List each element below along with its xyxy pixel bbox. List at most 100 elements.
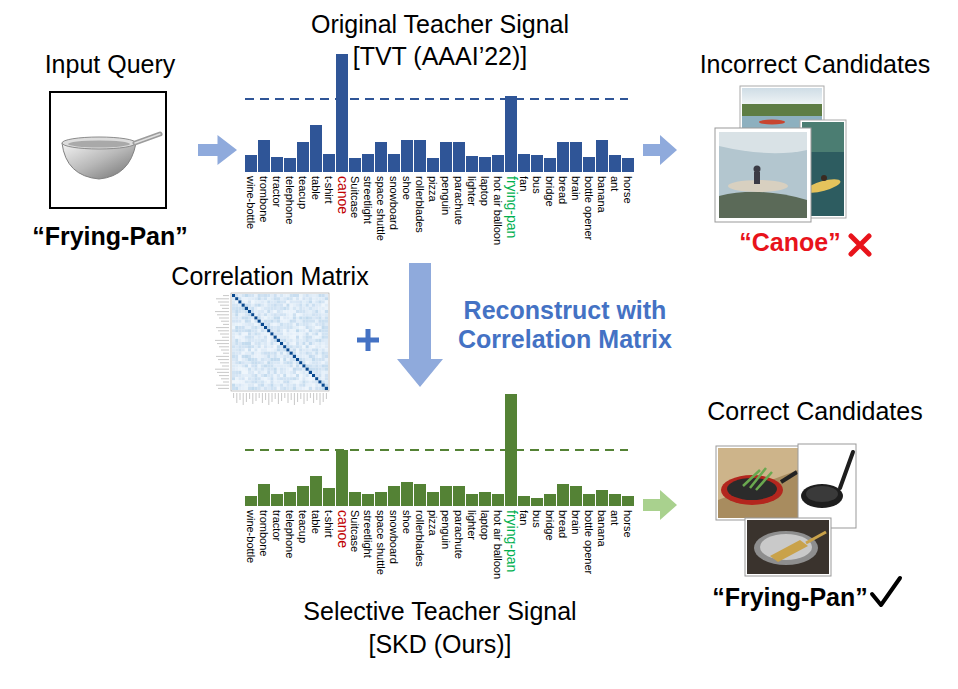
signal-bar xyxy=(466,494,478,506)
matrix-cell xyxy=(248,361,251,364)
matrix-cell xyxy=(270,339,273,342)
matrix-cell xyxy=(245,342,248,345)
signal-bar xyxy=(258,140,270,172)
matrix-cell xyxy=(290,332,293,335)
matrix-cell xyxy=(232,342,235,345)
matrix-cell xyxy=(280,368,283,371)
matrix-cell xyxy=(274,387,277,390)
matrix-cell xyxy=(267,352,270,355)
matrix-cell xyxy=(299,300,302,303)
matrix-cell xyxy=(277,332,280,335)
matrix-cell xyxy=(251,348,254,351)
matrix-cell xyxy=(309,368,312,371)
matrix-cell xyxy=(315,371,318,374)
matrix-cell xyxy=(258,352,261,355)
class-label: bread xyxy=(557,510,569,538)
matrix-cell xyxy=(264,342,267,345)
canoe-photo-part xyxy=(821,175,827,181)
matrix-cell xyxy=(309,300,312,303)
matrix-cell xyxy=(261,384,264,387)
class-label: penguin xyxy=(440,176,452,215)
matrix-cell xyxy=(306,364,309,367)
matrix-cell xyxy=(306,371,309,374)
class-label: wine-bottle xyxy=(245,176,257,229)
matrix-cell xyxy=(267,304,270,307)
matrix-cell xyxy=(283,313,286,316)
threshold-line xyxy=(245,449,628,451)
matrix-cell xyxy=(286,316,289,319)
matrix-tick xyxy=(265,393,266,400)
matrix-cell xyxy=(258,323,261,326)
matrix-cell xyxy=(286,323,289,326)
matrix-cell xyxy=(254,371,257,374)
matrix-cell xyxy=(258,329,261,332)
matrix-cell xyxy=(280,329,283,332)
matrix-cell xyxy=(238,304,241,307)
matrix-cell xyxy=(277,384,280,387)
matrix-cell xyxy=(242,339,245,342)
matrix-cell xyxy=(274,358,277,361)
matrix-cell xyxy=(245,304,248,307)
matrix-cell xyxy=(286,320,289,323)
matrix-cell xyxy=(309,348,312,351)
matrix-cell xyxy=(306,304,309,307)
matrix-cell xyxy=(258,326,261,329)
matrix-cell xyxy=(296,304,299,307)
matrix-tick xyxy=(262,393,263,403)
matrix-tick xyxy=(216,327,229,328)
matrix-cell xyxy=(286,361,289,364)
matrix-cell xyxy=(299,304,302,307)
matrix-cell xyxy=(302,374,305,377)
matrix-cell xyxy=(245,313,248,316)
matrix-cell xyxy=(309,374,312,377)
matrix-cell xyxy=(251,329,254,332)
matrix-cell xyxy=(274,316,277,319)
matrix-cell xyxy=(322,310,325,313)
matrix-cell xyxy=(277,361,280,364)
matrix-cell xyxy=(318,326,321,329)
matrix-cell xyxy=(254,329,257,332)
matrix-cell xyxy=(277,339,280,342)
matrix-cell xyxy=(232,345,235,348)
signal-bar xyxy=(388,486,400,506)
matrix-cell xyxy=(283,352,286,355)
matrix-cell xyxy=(322,345,325,348)
class-label: bridge xyxy=(544,510,556,541)
matrix-cell xyxy=(238,355,241,358)
matrix-cell xyxy=(315,364,318,367)
matrix-cell xyxy=(309,316,312,319)
matrix-cell xyxy=(280,345,283,348)
matrix-cell xyxy=(283,316,286,319)
pan-photo xyxy=(745,518,831,576)
matrix-cell xyxy=(261,352,264,355)
matrix-cell xyxy=(238,342,241,345)
matrix-cell xyxy=(248,294,251,297)
matrix-cell xyxy=(309,371,312,374)
matrix-cell xyxy=(325,320,328,323)
matrix-cell xyxy=(286,345,289,348)
matrix-cell xyxy=(242,374,245,377)
matrix-cell xyxy=(245,348,248,351)
matrix-cell xyxy=(264,352,267,355)
matrix-cell xyxy=(270,316,273,319)
matrix-cell xyxy=(258,384,261,387)
matrix-tick xyxy=(240,393,241,400)
matrix-cell xyxy=(277,300,280,303)
matrix-cell xyxy=(254,332,257,335)
signal-bar xyxy=(492,155,504,172)
matrix-cell xyxy=(277,310,280,313)
matrix-cell xyxy=(299,326,302,329)
matrix-cell xyxy=(251,307,254,310)
matrix-cell xyxy=(312,377,315,380)
matrix-cell xyxy=(258,310,261,313)
matrix-cell xyxy=(235,326,238,329)
matrix-cell xyxy=(302,307,305,310)
matrix-cell xyxy=(251,358,254,361)
matrix-cell xyxy=(235,313,238,316)
matrix-cell xyxy=(309,361,312,364)
matrix-cell xyxy=(277,342,280,345)
matrix-cell xyxy=(232,387,235,390)
matrix-cell xyxy=(242,355,245,358)
class-label: ant xyxy=(609,176,621,191)
matrix-cell xyxy=(293,329,296,332)
